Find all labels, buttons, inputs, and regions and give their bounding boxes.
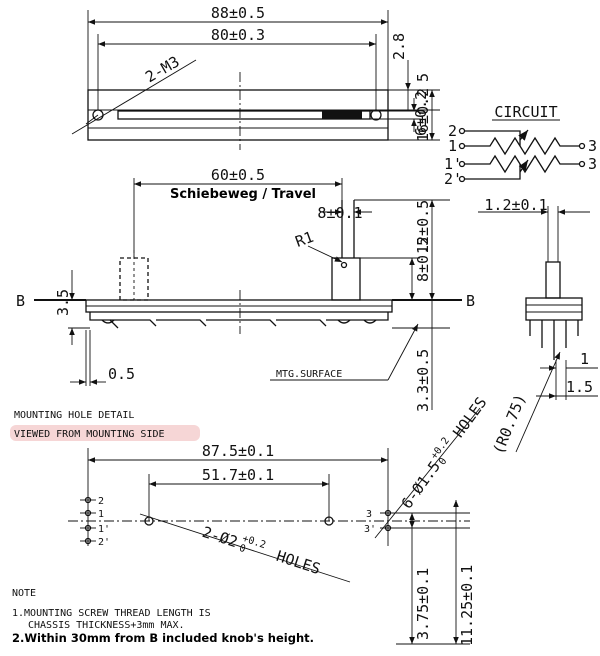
mounting-hole-view (68, 407, 481, 645)
pin-radius-label: (R0.75) (489, 391, 529, 456)
screw-label: 2-M3 (142, 53, 182, 87)
base-height-dim: 3.5 (54, 289, 72, 316)
hole-pitch-dim: 80±0.3 (211, 26, 265, 44)
top-view (71, 10, 440, 150)
right-pin-3: 3 (366, 509, 372, 520)
top-height-dim: 2.8 (390, 33, 408, 60)
front-view (34, 178, 462, 410)
vertical-dim-2: 11.25±0.1 (458, 565, 476, 646)
left-pin-2: 2 (98, 496, 104, 507)
mounting-detail-title: MOUNTING HOLE DETAIL (14, 410, 134, 421)
large-holes-suffix: HOLES (274, 547, 323, 578)
travel-dim: 60±0.5 (211, 166, 265, 184)
left-pin-2p: 2' (98, 537, 110, 548)
side-view (478, 206, 598, 453)
circuit-pin-2p: 2' (444, 170, 462, 188)
left-pin-1p: 1' (98, 524, 110, 535)
right-pin-3p: 3' (364, 524, 376, 535)
small-holes-callout: 6-Ø1.5 +0.2 0 HOLES (398, 394, 491, 512)
vertical-dim-1: 3.75±0.1 (414, 568, 432, 640)
large-holes-callout: 2-Ø2 +0.2 0 HOLES (200, 523, 323, 578)
pin-thickness-dim: 1.2±0.1 (484, 196, 547, 214)
circuit-pin-3p: 3' (588, 155, 600, 173)
small-holes-tol-lower: 0 (437, 456, 449, 467)
circuit-diagram (458, 119, 586, 183)
outer-pitch-dim: 87.5±0.1 (202, 442, 274, 460)
note-heading: NOTE (12, 588, 36, 599)
pin-offset-dim: 0.5 (108, 365, 135, 383)
note-line-2: 2.Within 30mm from B included knob's hei… (12, 631, 314, 645)
left-pin-1: 1 (98, 509, 104, 520)
circuit-title: CIRCUIT (494, 103, 557, 121)
inner-pitch-dim: 51.7±0.1 (202, 466, 274, 484)
subtitle-highlight (10, 425, 200, 441)
radius-label: R1 (293, 228, 316, 251)
small-holes-label: 6-Ø1.5 (398, 458, 444, 512)
travel-label: Schiebeweg / Travel (170, 187, 316, 202)
overall-length-dim: 88±0.5 (211, 4, 265, 22)
mounting-surface-label: MTG.SURFACE (276, 369, 342, 380)
pin-pitch-1-dim: 1 (580, 350, 589, 368)
lever-height-dim: 8±0.5 (414, 237, 432, 282)
circuit-pin-2: 2 (448, 122, 457, 140)
circuit-pin-3: 3 (588, 137, 597, 155)
lever-width-dim: 6±0.2 (412, 91, 430, 136)
small-holes-suffix: HOLES (449, 394, 490, 441)
pin-pitch-2-dim: 1.5 (566, 378, 593, 396)
body-width-dim: 16±0.2 (414, 88, 432, 142)
circuit-pin-1: 1 (448, 137, 457, 155)
mtg-height-dim: 3.3±0.5 (414, 349, 432, 412)
slot-offset-dim: 5 (414, 73, 432, 82)
circuit-pin-1p: 1' (444, 155, 462, 173)
section-mark-left: B (16, 292, 25, 310)
note-line-1b: CHASSIS THICKNESS+3mm MAX. (28, 620, 185, 631)
mounting-detail-subtitle: VIEWED FROM MOUNTING SIDE (14, 429, 165, 440)
lever-thickness-dim: 8±0.1 (317, 204, 362, 222)
section-mark-right: B (466, 292, 475, 310)
large-holes-tol-lower: 0 (238, 543, 247, 555)
note-line-1a: 1.MOUNTING SCREW THREAD LENGTH IS (12, 608, 211, 619)
lever-height-total-dim: 12±0.5 (414, 200, 432, 254)
large-holes-label: 2-Ø2 (200, 523, 240, 551)
